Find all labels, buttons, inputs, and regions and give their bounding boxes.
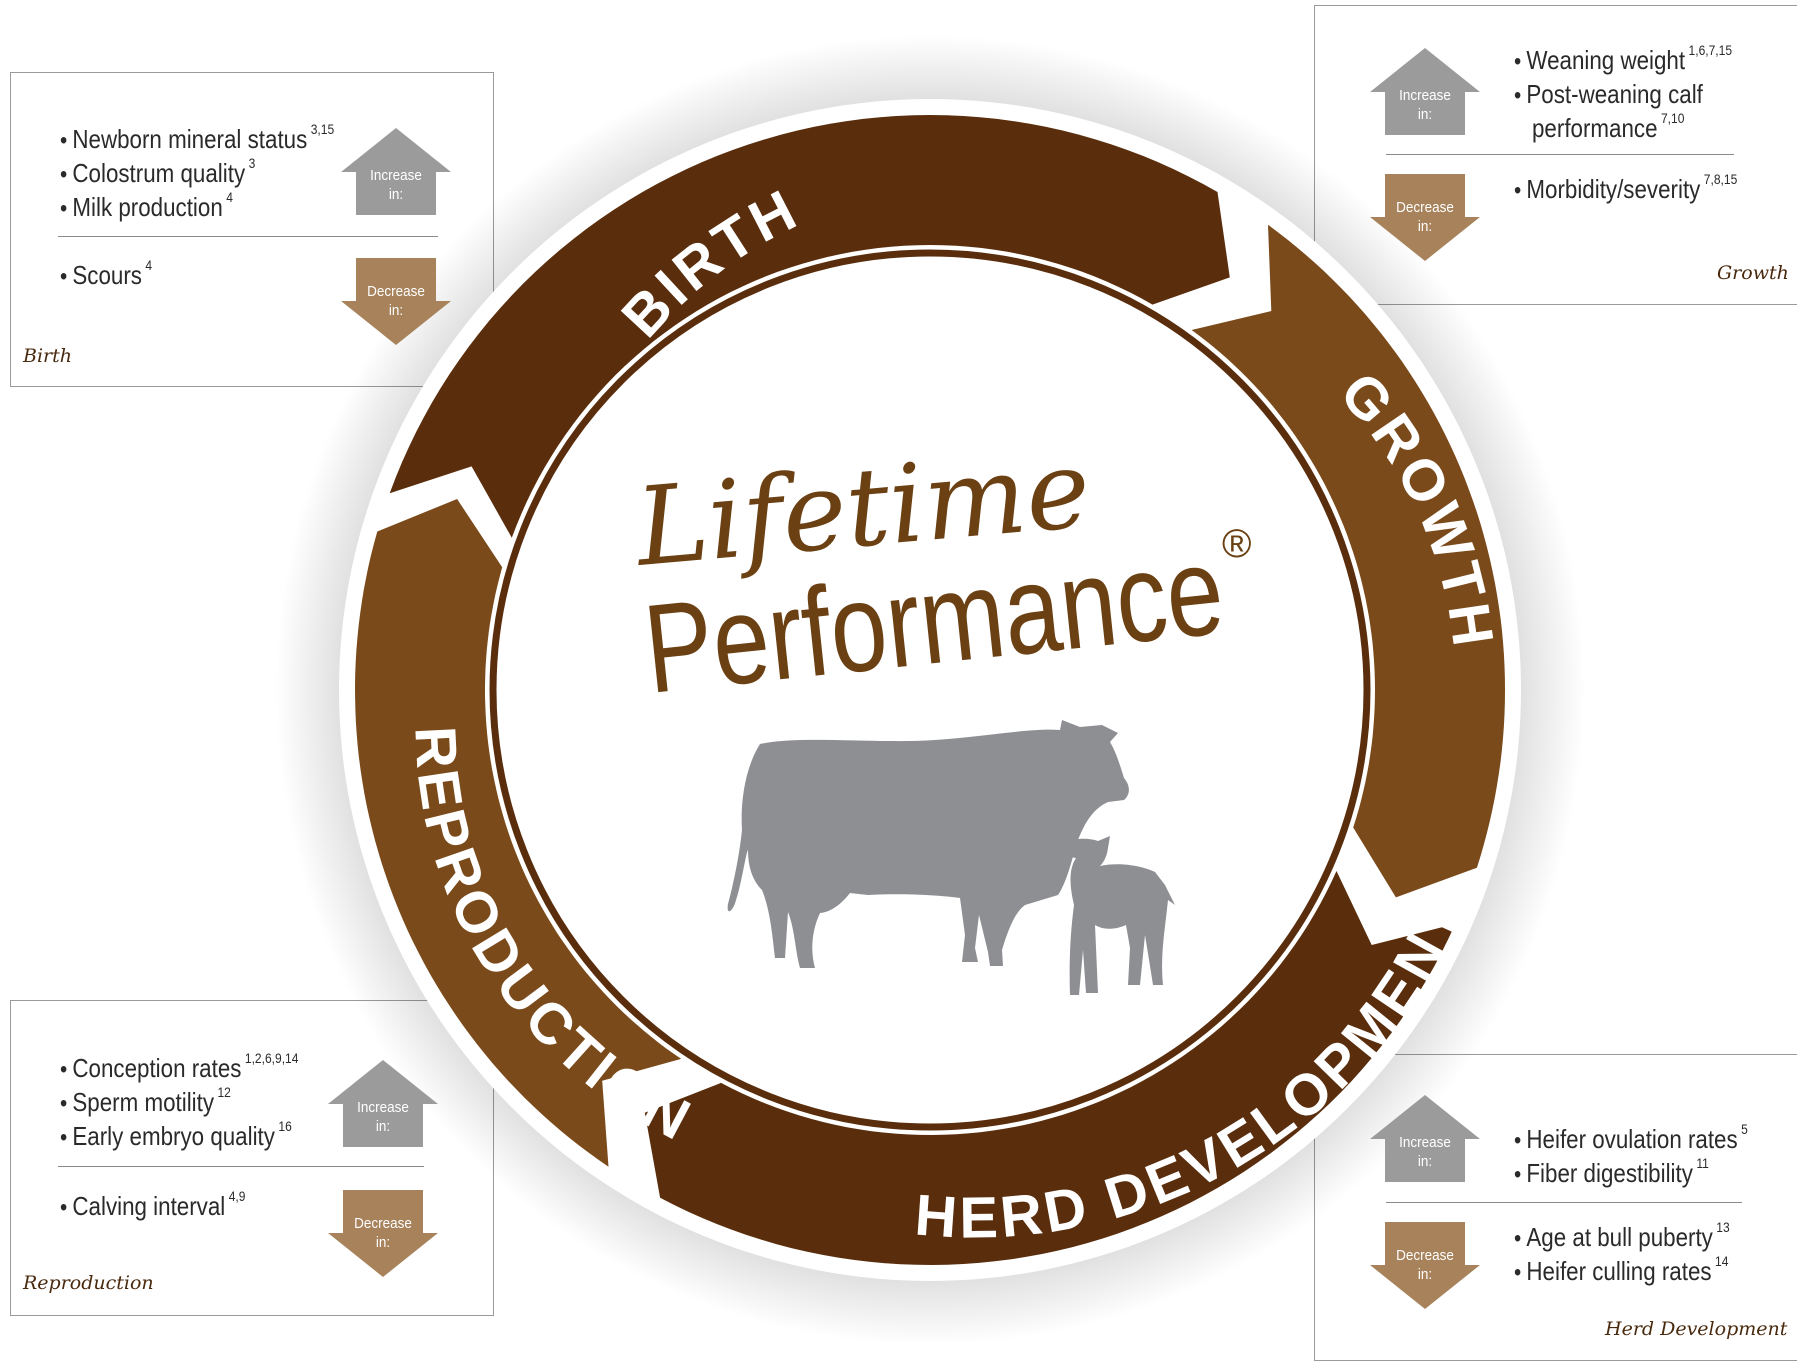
item-refs: 12 — [217, 1084, 231, 1100]
ring-segment-herd-development — [644, 871, 1456, 1265]
herd-decrease-arrow-icon: Decrease in: — [1370, 1222, 1480, 1309]
arrow-label: Decrease — [354, 1215, 412, 1232]
item-refs: 4,9 — [228, 1188, 246, 1204]
item-text: Early embryo quality — [72, 1121, 275, 1151]
item-text: Milk production — [72, 192, 223, 222]
arrow-label-2: in: — [1417, 1153, 1433, 1170]
growth-decrease-arrow-icon: Decrease in: — [1370, 174, 1480, 261]
growth-divider — [1386, 154, 1734, 155]
birth-divider — [58, 236, 438, 237]
item-refs: 11 — [1696, 1155, 1709, 1171]
item-refs: 7,8,15 — [1703, 171, 1738, 187]
reproduction-divider — [58, 1166, 424, 1167]
item-text: Scours — [72, 260, 142, 290]
item-refs: 13 — [1716, 1219, 1730, 1235]
item-text: Heifer ovulation rates — [1526, 1124, 1738, 1154]
arrow-label: Decrease — [1396, 1247, 1454, 1264]
cow-and-calf-silhouette — [727, 720, 1175, 995]
item-text: Heifer culling rates — [1526, 1256, 1712, 1286]
item-refs: 1,2,6,9,14 — [244, 1050, 299, 1066]
item-refs: 4 — [145, 257, 153, 273]
item-text-cont: performance — [1532, 113, 1658, 143]
registered-mark: ® — [1222, 522, 1251, 566]
ring-segment-birth — [389, 115, 1230, 538]
item-refs: 14 — [1714, 1253, 1729, 1269]
item-refs: 5 — [1741, 1121, 1748, 1137]
item-text: Conception rates — [72, 1053, 242, 1083]
item-text: Age at bull puberty — [1526, 1222, 1713, 1252]
arrow-label-2: in: — [375, 1234, 391, 1251]
item-text: Calving interval — [72, 1191, 226, 1221]
birth-increase-arrow-icon: Increase in: — [341, 128, 451, 215]
arrow-label-2: in: — [1417, 1266, 1433, 1283]
herd-divider — [1386, 1202, 1742, 1203]
item-text: Colostrum quality — [72, 158, 246, 188]
herd-increase-arrow-icon: Increase in: — [1370, 1095, 1480, 1182]
growth-panel-title: Growth — [1717, 262, 1789, 284]
arrow-label: Decrease — [367, 283, 425, 300]
item-text: Post-weaning calf — [1526, 79, 1703, 109]
arrow-label: Increase — [1399, 1134, 1451, 1151]
item-text: Sperm motility — [72, 1087, 215, 1117]
reproduction-panel — [10, 1000, 494, 1316]
item-refs: 3,15 — [310, 121, 335, 137]
item-refs: 4 — [226, 189, 233, 205]
reproduction-panel-title: Reproduction — [23, 1272, 154, 1294]
calf-icon — [1060, 836, 1175, 995]
reproduction-decrease-arrow-icon: Decrease in: — [328, 1190, 438, 1277]
growth-increase-arrow-icon: Increase in: — [1370, 48, 1480, 135]
arrow-label-2: in: — [1417, 218, 1433, 235]
item-text: Newborn mineral status — [72, 124, 308, 154]
item-text: Fiber digestibility — [1526, 1158, 1693, 1188]
ring-segment-growth — [1191, 224, 1505, 898]
item-text: Weaning weight — [1526, 45, 1686, 75]
arrow-label: Increase — [357, 1099, 409, 1116]
arrow-label-2: in: — [375, 1118, 391, 1135]
arrow-label: Increase — [1399, 87, 1451, 104]
birth-decrease-arrow-icon: Decrease in: — [341, 258, 451, 345]
herd-development-panel-title: Herd Development — [1605, 1318, 1788, 1340]
arrow-label: Increase — [370, 167, 422, 184]
item-text: Morbidity/severity — [1526, 174, 1701, 204]
cow-icon — [727, 720, 1129, 968]
arrow-label-2: in: — [1417, 106, 1433, 123]
ring-segment-reproduction — [355, 499, 682, 1167]
reproduction-increase-arrow-icon: Increase in: — [328, 1060, 438, 1147]
birth-panel-title: Birth — [23, 345, 72, 367]
growth-increase-item-2: •Post-weaning calf — [1514, 79, 1703, 109]
arrow-label-2: in: — [388, 186, 404, 203]
item-refs: 3 — [248, 155, 256, 171]
arrow-label-2: in: — [388, 302, 404, 319]
arrow-label: Decrease — [1396, 199, 1454, 216]
item-refs: 1,6,7,15 — [1688, 42, 1733, 58]
item-refs: 16 — [278, 1118, 292, 1134]
item-refs: 7,10 — [1660, 110, 1685, 126]
